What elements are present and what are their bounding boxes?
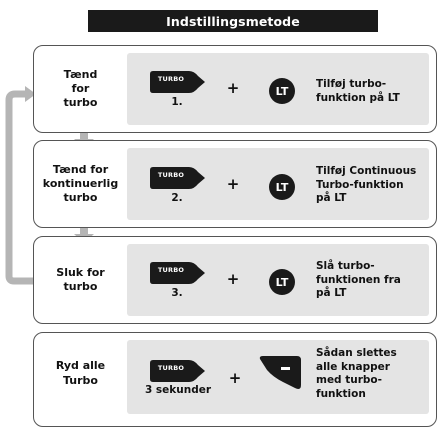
minus-button-icon (257, 355, 303, 393)
row-label: Tænd for turbo (63, 67, 98, 110)
row-label: Tænd for kontinuerlig turbo (42, 162, 119, 205)
row-turbo-on: Tænd for turbo TURBO 1. + LT Tilføj turb… (33, 45, 437, 133)
turbo-button-icon: TURBO (149, 166, 207, 190)
row-description: Slå turbo- funktionen fra på LT (316, 260, 401, 300)
turbo-button-icon: TURBO (149, 359, 207, 383)
row-turbo-off: Sluk for turbo TURBO 3. + LT Slå turbo- … (33, 236, 437, 324)
plus-sign: + (226, 79, 240, 97)
arrow-down-2-shaft (80, 226, 88, 236)
plus-sign: + (228, 369, 242, 387)
lt-button-icon: LT (269, 78, 295, 104)
arrow-down-1-shaft (80, 131, 88, 141)
turbo-button-label: TURBO (157, 171, 185, 179)
turbo-button-label: TURBO (157, 364, 185, 372)
row-label: Ryd alle Turbo (55, 359, 106, 387)
loop-arrow-line (5, 90, 34, 285)
lt-button-icon: LT (269, 269, 295, 295)
loop-arrow-head (25, 86, 36, 102)
row-label: Sluk for turbo (56, 265, 105, 293)
step-number: 2. (171, 192, 183, 204)
turbo-button-label: TURBO (157, 75, 185, 83)
lt-button-icon: LT (269, 174, 295, 200)
row-continuous-turbo-on: Tænd for kontinuerlig turbo TURBO 2. + L… (33, 140, 437, 228)
step-number: 1. (171, 96, 183, 108)
turbo-button-icon: TURBO (149, 261, 207, 285)
turbo-button-icon: TURBO (149, 70, 207, 94)
plus-sign: + (226, 270, 240, 288)
step-number: 3. (171, 287, 183, 299)
duration-label: 3 sekunder (144, 384, 212, 396)
section-title: Indstillingsmetode (88, 10, 378, 32)
row-description: Tilføj Continuous Turbo-funktion på LT (316, 165, 417, 205)
row-description: Sådan slettes alle knapper med turbo- fu… (316, 347, 397, 400)
row-description: Tilføj turbo- funktion på LT (316, 78, 400, 104)
turbo-button-label: TURBO (157, 266, 185, 274)
row-clear-all-turbo: Ryd alle Turbo TURBO 3 sekunder + Sådan … (33, 332, 437, 427)
plus-sign: + (226, 175, 240, 193)
